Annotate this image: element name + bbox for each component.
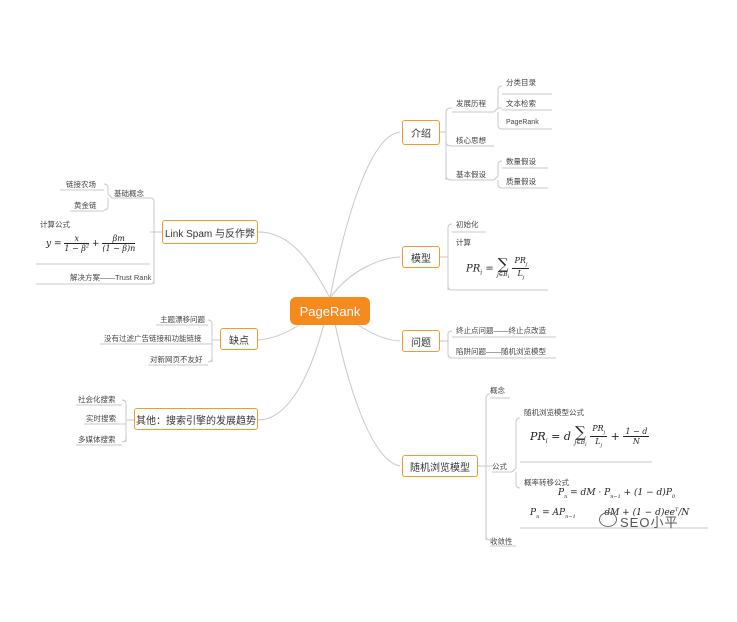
intro-history-item-2: 文本检索 <box>506 99 536 108</box>
node-link-spam[interactable]: Link Spam 与反作弊 <box>162 220 258 244</box>
intro-assumption: 基本假设 <box>456 170 486 179</box>
spam-basic-item-1: 链接农场 <box>66 180 96 189</box>
model-calc: 计算 <box>456 238 471 247</box>
node-model[interactable]: 模型 <box>402 246 440 268</box>
root-node[interactable]: PageRank <box>290 297 370 325</box>
link-root-model <box>329 256 401 299</box>
link-root-intro <box>329 131 401 299</box>
spam-basic: 基础概念 <box>114 189 144 198</box>
intro-assumption-item-1: 数量假设 <box>506 157 536 166</box>
link-root-random <box>329 297 401 467</box>
intro-history-item-3: PageRank <box>506 119 539 126</box>
other-item-2: 实时搜索 <box>86 414 116 423</box>
problem-item-1: 终止点问题——终止点改造 <box>456 326 546 335</box>
spam-solution: 解决方案——Trust Rank <box>70 273 152 282</box>
random-formula: 公式 <box>492 462 507 471</box>
random-formula-title: 随机浏览模型公式 <box>524 408 584 417</box>
intro-assumption-item-2: 质量假设 <box>506 177 536 186</box>
spam-calc: 计算公式 <box>40 220 70 229</box>
flaw-item-1: 主题漂移问题 <box>160 315 205 324</box>
node-other[interactable]: 其他：搜索引擎的发展趋势 <box>134 408 258 430</box>
problem-item-2: 陷阱问题——随机浏览模型 <box>456 347 546 356</box>
wechat-icon <box>599 512 617 527</box>
node-random-model[interactable]: 随机浏览模型 <box>402 455 478 477</box>
transition-formula-1: Pn = dM · Pn−1 + (1 − d)P0 <box>558 488 676 500</box>
random-convergence: 收敛性 <box>490 537 513 546</box>
flaw-item-3: 对新网页不友好 <box>150 355 203 364</box>
link-root-spam <box>257 231 331 299</box>
other-item-3: 多媒体搜索 <box>78 435 116 444</box>
model-init: 初始化 <box>456 220 479 229</box>
intro-history-item-1: 分类目录 <box>506 78 536 87</box>
other-item-1: 社会化搜索 <box>78 395 116 404</box>
node-intro[interactable]: 介绍 <box>402 120 440 145</box>
random-transition-title: 概率转移公式 <box>524 478 569 487</box>
intro-history: 发展历程 <box>456 99 486 108</box>
spam-basic-item-2: 黄金链 <box>74 201 97 210</box>
flaw-item-2: 没有过滤广告链接和功能链接 <box>104 334 202 343</box>
node-flaw[interactable]: 缺点 <box>220 328 258 350</box>
intro-core: 核心思想 <box>456 136 486 145</box>
random-concept: 概念 <box>490 386 505 395</box>
transition-formula-2: Pn = APn−1 dM + (1 − d)eeT/N <box>530 507 690 520</box>
watermark-text: SEO小平 <box>620 515 679 530</box>
node-problem[interactable]: 问题 <box>402 330 440 352</box>
